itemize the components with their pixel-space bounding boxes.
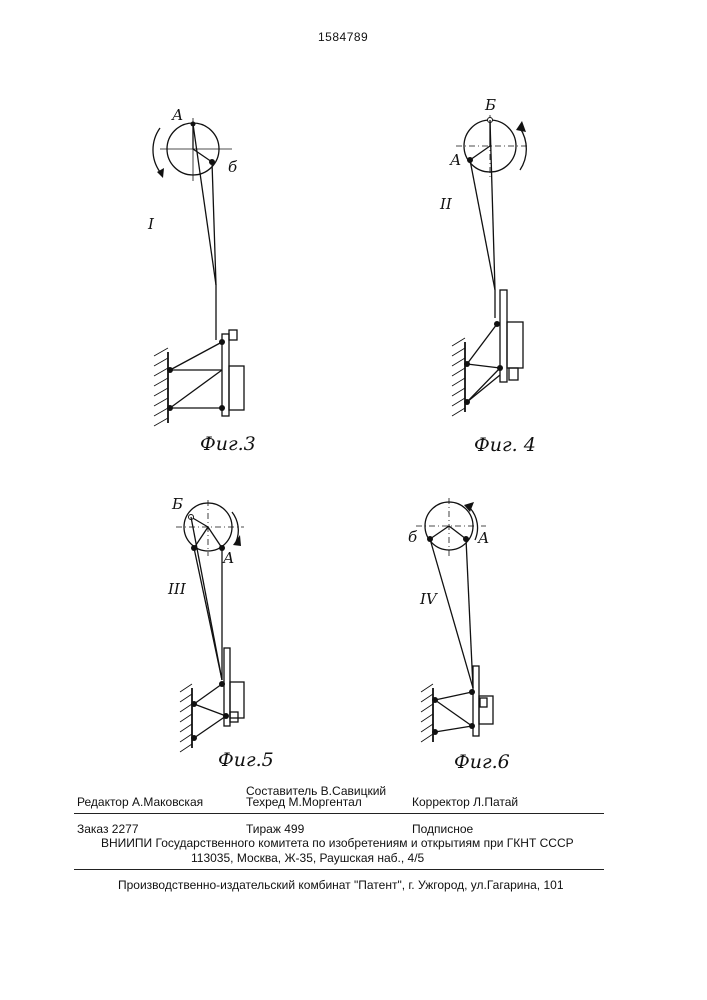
editor-credit: Редактор А.Маковская — [77, 795, 203, 809]
subscription: Подписное — [412, 822, 473, 836]
footer-rule-2 — [74, 869, 604, 870]
footer-rule-1 — [74, 813, 604, 814]
techred-credit: Техред М.Моргентал — [246, 795, 362, 809]
order-number: Заказ 2277 — [77, 822, 139, 836]
fig6-label-a: А — [477, 529, 489, 547]
org-line: ВНИИПИ Государственного комитета по изоб… — [101, 836, 574, 850]
fig6-roman: IV — [419, 590, 439, 608]
publisher-line: Производственно-издательский комбинат "П… — [118, 878, 564, 892]
fig6-label-b: б — [408, 528, 418, 546]
address-line: 113035, Москва, Ж-35, Раушская наб., 4/5 — [191, 851, 424, 865]
fig6-caption: Фиг.6 — [454, 751, 510, 773]
corrector-credit: Корректор Л.Патай — [412, 795, 518, 809]
circulation: Тираж 499 — [246, 822, 304, 836]
